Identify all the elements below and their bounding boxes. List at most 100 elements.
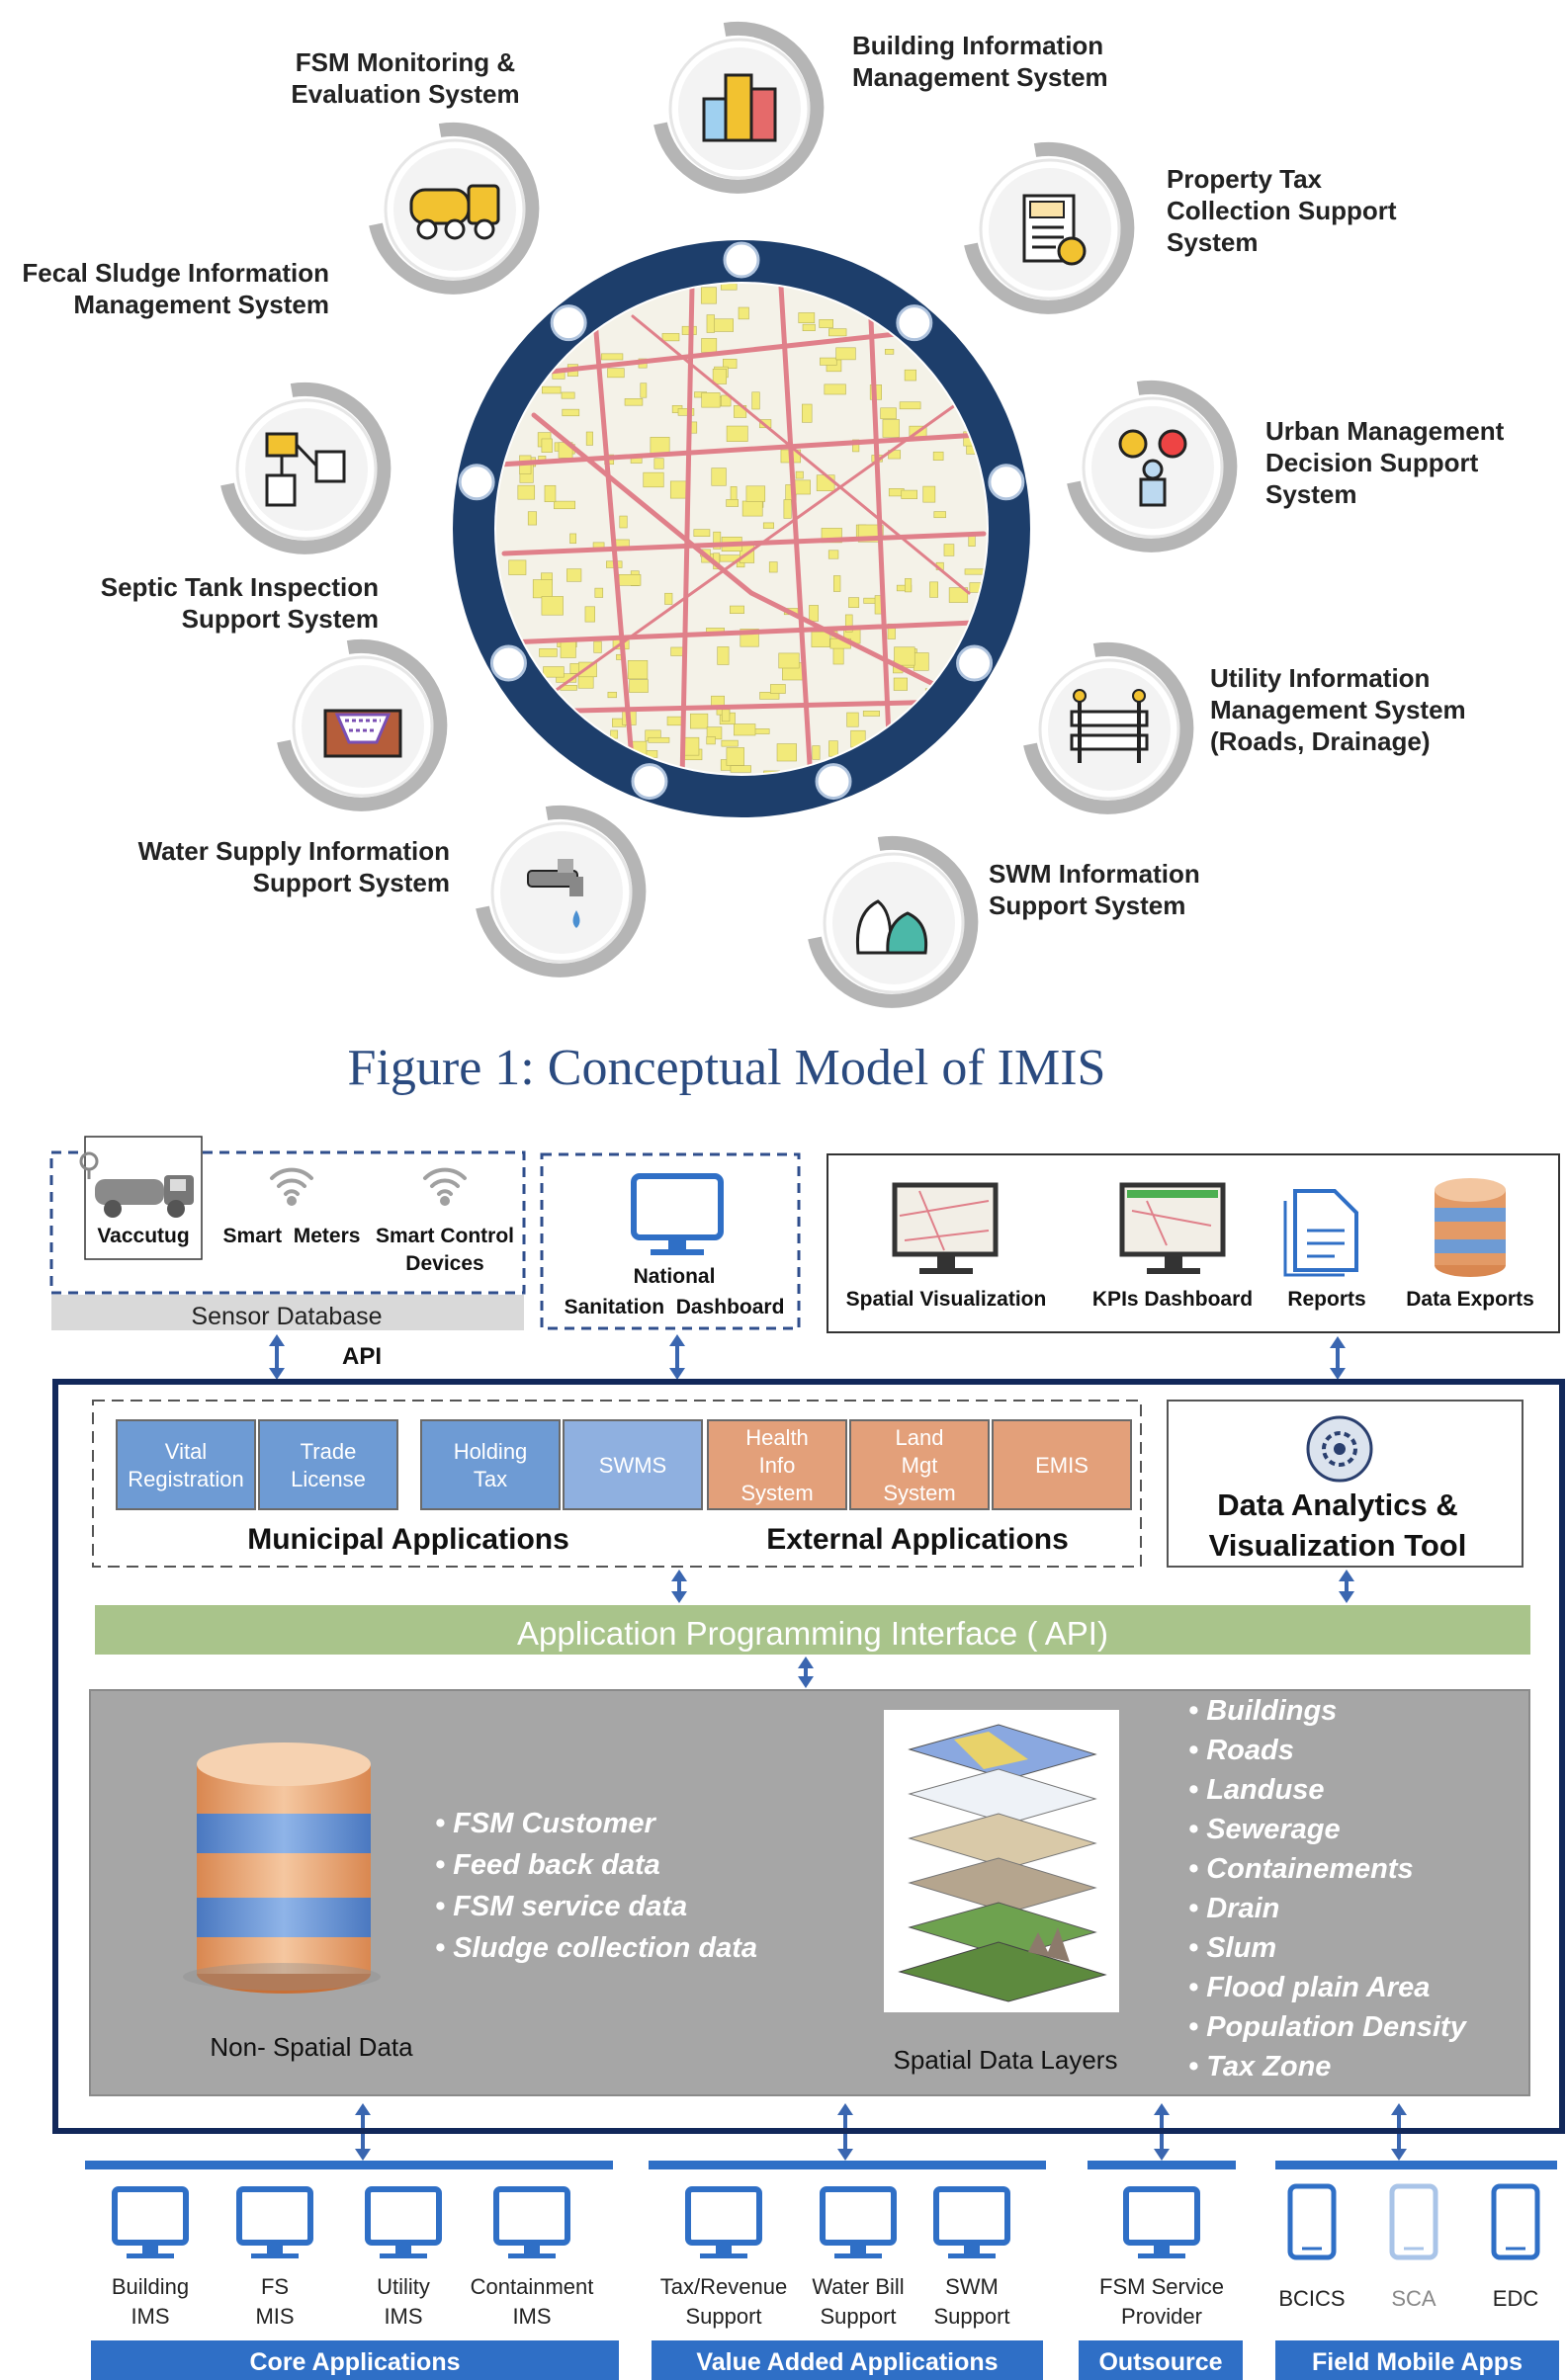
wifi-icon [423,1167,467,1206]
output-label: Reports [1287,1288,1365,1311]
system-node: FSM Monitoring &Evaluation System [291,47,540,295]
municipal-applications-label: Municipal Applications [247,1523,569,1556]
output-label: Spatial Visualization [846,1288,1047,1311]
tax-document-icon [1022,194,1087,266]
non-spatial-item: • Feed back data [435,1849,660,1881]
api-bar [95,1605,1530,1655]
garbage-bags-icon [855,899,928,955]
water-tap-icon [527,859,583,928]
application-group-title: Field Mobile Apps [1312,2348,1523,2376]
spatial-layers-image [884,1710,1119,2012]
non-spatial-item: • Sludge collection data [435,1932,757,1964]
mobile-phone-icon [1389,2183,1438,2260]
spatial-label: Spatial Data Layers [894,2045,1118,2075]
buildings-icon [702,73,777,142]
kpi-monitor-icon [1119,1182,1226,1274]
output-label: KPIs Dashboard [1092,1288,1253,1311]
application-group-title: Core Applications [250,2348,461,2376]
monitor-icon [631,1173,724,1255]
city-map [496,284,987,774]
database-export-icon [1435,1178,1506,1277]
api-bar-label: Application Programming Interface ( API) [517,1615,1108,1652]
spatial-layer-item: • Roads [1188,1735,1294,1766]
analytics-label: Data Analytics &Visualization Tool [1209,1488,1467,1563]
monitor-icon [493,2186,570,2258]
external-applications-label: External Applications [766,1523,1069,1556]
analytics-tool: Data Analytics &Visualization Tool [1167,1400,1523,1568]
application-item-label: EDC [1493,2286,1539,2311]
outputs-panel: Spatial Visualization KPIs Dashboard Rep… [827,1153,1560,1333]
mobile-phone-icon [1287,2183,1337,2260]
non-spatial-item: • FSM Customer [435,1808,657,1839]
spatial-layer-item: • Population Density [1188,2011,1468,2043]
mobile-phone-icon [1491,2183,1540,2260]
application-group-title: Outsource [1098,2348,1222,2376]
sensor-item: Vaccutug [97,1225,189,1247]
sensor-database-label: Sensor Database [191,1303,382,1330]
figure-caption: Figure 1: Conceptual Model of IMIS [348,1040,1106,1096]
spatial-layer-item: • Flood plain Area [1188,1972,1430,2003]
application-group-title: Value Added Applications [696,2348,998,2376]
spatial-layer-item: • Containements [1188,1853,1414,1885]
road-barrier-icon [1070,689,1149,763]
vacuum-truck-icon [79,1151,194,1218]
septic-tank-icon [323,709,402,758]
spatial-layer-item: • Landuse [1188,1774,1324,1806]
reports-icon [1283,1189,1358,1277]
application-item-label: BCICS [1278,2286,1345,2311]
application-label: EMIS [1035,1453,1088,1478]
output-label: Data Exports [1406,1288,1534,1311]
spatial-layer-item: • Slum [1188,1932,1276,1964]
application-box: SWMS [563,1419,703,1510]
monitor-icon [820,2186,897,2258]
tanker-truck-icon [409,184,500,240]
monitor-icon [112,2186,189,2258]
map-monitor-icon [892,1182,999,1274]
monitor-icon [933,2186,1010,2258]
sensor-item: Smart Meters [223,1225,361,1247]
decision-person-icon [1118,429,1187,507]
hub-nodes [458,241,1025,801]
gear-icon [1306,1415,1373,1483]
wifi-icon [270,1167,313,1206]
monitor-icon [1123,2186,1200,2258]
application-box: EMIS [992,1419,1132,1510]
application-label: SWMS [599,1453,666,1478]
monitor-icon [365,2186,442,2258]
non-spatial-database-icon [183,1742,381,1994]
spatial-layer-item: • Drain [1188,1893,1279,1924]
applications-area [92,1400,1142,1568]
